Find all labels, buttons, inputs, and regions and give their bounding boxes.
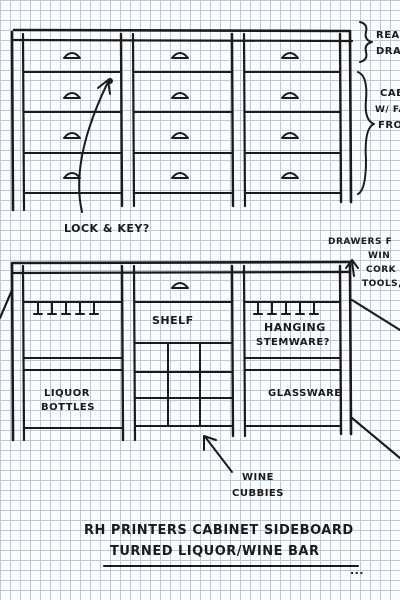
bottom-post-3b bbox=[242, 264, 247, 438]
bottom-post-1b bbox=[21, 264, 26, 442]
drawers-arrow bbox=[351, 261, 355, 277]
right-open-door-top bbox=[350, 298, 400, 332]
lock-key-annotation: LOCK & KEY? bbox=[64, 79, 150, 235]
glassware-label: GLASSWARE bbox=[268, 388, 342, 399]
bottom-post-2b bbox=[132, 264, 137, 442]
right-stemware-hooks bbox=[253, 301, 319, 315]
top-cabinet bbox=[10, 28, 354, 212]
drawers-label-2: WIN bbox=[368, 251, 390, 261]
top-cabinet-top-edge bbox=[12, 28, 352, 33]
top-post-4a bbox=[338, 32, 343, 204]
cabinet-label-3: FRONT bbox=[378, 120, 400, 131]
lock-key-label: LOCK & KEY? bbox=[64, 222, 150, 235]
real-drawers-label-1: REAL bbox=[376, 30, 400, 41]
liquor-label-2: BOTTLES bbox=[41, 402, 95, 413]
bottom-post-3a bbox=[230, 264, 235, 438]
top-post-4b bbox=[348, 30, 353, 204]
drawers-label-1: DRAWERS F bbox=[328, 237, 392, 247]
title-line-1: RH PRINTERS CABINET SIDEBOARD bbox=[84, 523, 354, 538]
top-post-3a bbox=[230, 32, 235, 208]
drawers-arrowhead bbox=[345, 259, 359, 269]
top-post-1a bbox=[10, 30, 15, 212]
right-open-door-bottom bbox=[350, 416, 400, 460]
cabinet-label-1: CABI bbox=[380, 88, 400, 99]
left-open-door-top bbox=[0, 288, 14, 320]
wine-label-2: CUBBIES bbox=[232, 488, 284, 499]
bottom-post-1a bbox=[10, 262, 15, 442]
shelf-label: SHELF bbox=[152, 314, 194, 327]
center-drawer-pull bbox=[171, 282, 189, 289]
drawers-label-4: TOOLS, bbox=[362, 279, 400, 289]
drawers-label-3: CORK bbox=[366, 265, 397, 275]
cabinet-label-2: W/ FAUX bbox=[375, 105, 400, 115]
top-post-2b bbox=[131, 32, 136, 208]
top-annotations: REAL DRAWE CABI W/ FAUX FRONT bbox=[357, 21, 400, 195]
top-post-2a bbox=[119, 32, 124, 208]
left-stemware-hooks bbox=[33, 301, 99, 315]
bottom-post-4b bbox=[348, 262, 353, 436]
bottom-cabinet-top-edge bbox=[10, 260, 352, 265]
liquor-label-1: LIQUOR bbox=[44, 388, 90, 399]
top-cabinet-top-rail bbox=[10, 38, 354, 43]
real-drawers-brace bbox=[359, 21, 373, 63]
wine-arrow bbox=[205, 437, 233, 473]
title-block: RH PRINTERS CABINET SIDEBOARD TURNED LIQ… bbox=[84, 523, 364, 577]
title-line-2: TURNED LIQUOR/WINE BAR bbox=[110, 544, 320, 559]
lock-arrowhead bbox=[97, 79, 111, 95]
bottom-post-2a bbox=[120, 264, 125, 442]
hanging-label-2: STEMWARE? bbox=[256, 337, 330, 348]
hanging-label-1: HANGING bbox=[264, 321, 326, 334]
wine-label-1: WINE bbox=[242, 472, 274, 483]
top-post-1b bbox=[21, 32, 26, 212]
cubby-verticals bbox=[167, 342, 201, 427]
cabinet-brace bbox=[357, 71, 375, 195]
bottom-cabinet-top-rail bbox=[10, 270, 352, 275]
bottom-annotations: SHELF HANGING STEMWARE? LIQUOR BOTTLES G… bbox=[41, 237, 400, 499]
lock-arrow bbox=[78, 81, 109, 213]
bottom-post-4a bbox=[338, 264, 343, 436]
title-ellipsis: ... bbox=[350, 564, 364, 577]
top-post-3b bbox=[242, 32, 247, 208]
wine-arrowhead bbox=[203, 435, 217, 451]
bottom-cabinet bbox=[0, 260, 400, 460]
real-drawers-label-2: DRAWE bbox=[376, 46, 400, 57]
cubby-horizontals bbox=[134, 371, 233, 399]
